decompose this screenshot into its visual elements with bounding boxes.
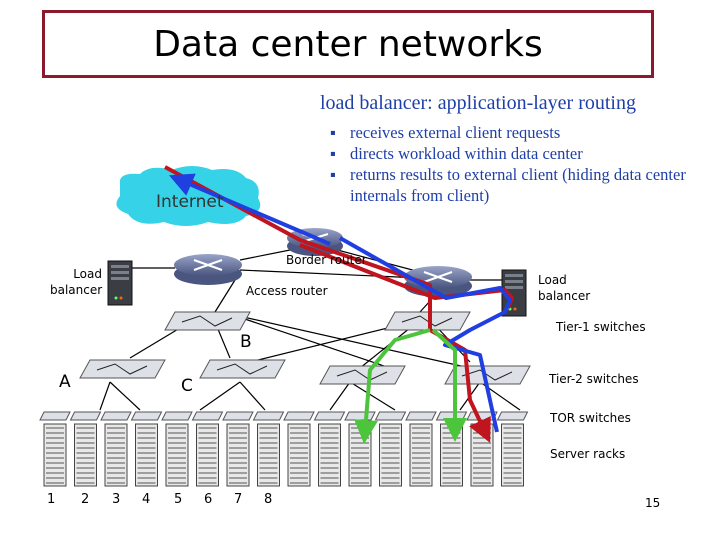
- server-rack-icon: [379, 423, 402, 487]
- server-rack-icon: [165, 423, 189, 487]
- access-router-icon: [174, 254, 242, 285]
- tor-switch-icon: [222, 411, 254, 421]
- page-title: Data center networks: [153, 23, 543, 65]
- tor-switch-icon: [161, 411, 193, 421]
- tier1-switch-icon: [164, 311, 251, 331]
- server-rack-icon: [257, 423, 280, 487]
- bullet-item: receives external client requests: [328, 122, 713, 143]
- server-rack-icon: [196, 423, 219, 487]
- rack-number: 5: [174, 492, 183, 507]
- workload-path-green: [354, 328, 467, 444]
- rack-number: 4: [142, 492, 151, 507]
- rack-number: 8: [264, 492, 273, 507]
- tier1-switch-icon: [384, 311, 471, 331]
- bullet-list: receives external client requests direct…: [328, 122, 713, 206]
- server-rack-icon: [74, 423, 97, 487]
- tor-switch-icon: [344, 411, 376, 421]
- tier2-label: Tier-2 switches: [549, 372, 639, 386]
- tor-switch-icon: [496, 411, 529, 421]
- border-router-label: Border router: [286, 253, 367, 267]
- tor-switch-icon: [39, 411, 71, 421]
- access-router-label: Access router: [246, 284, 328, 298]
- internet-cloud: [116, 166, 261, 226]
- internet-label: Internet: [156, 192, 224, 212]
- rack-number: 3: [112, 492, 121, 507]
- rack-number: 7: [234, 492, 243, 507]
- tier2-switch-icon: [79, 359, 166, 379]
- tier2-switch-icon: [319, 365, 406, 385]
- server-rack-icon: [104, 423, 128, 487]
- bullet-item: directs workload within data center: [328, 143, 713, 164]
- load-balancer-left-label: Load balancer: [50, 267, 103, 297]
- server-rack-icon: [287, 423, 311, 487]
- server-rack-icon: [43, 423, 67, 487]
- tor-switch-icon: [130, 411, 163, 421]
- tier2-switch-icon: [199, 359, 286, 379]
- tor-switch-icon: [283, 411, 315, 421]
- server-rack-icon: [318, 423, 341, 487]
- load-balancer-right-label: Load balancer: [538, 273, 591, 303]
- bullet-item: returns results to external client (hidi…: [328, 164, 713, 206]
- server-racks-label: Server racks: [550, 447, 626, 461]
- tier1-label: Tier-1 switches: [556, 320, 646, 334]
- tor-switch-icon: [313, 411, 346, 421]
- response-path-blue: [168, 173, 512, 433]
- tor-switch-icon: [435, 411, 468, 421]
- tor-label: TOR switches: [550, 411, 631, 425]
- server-rack-icon: [226, 423, 250, 487]
- tor-switch-icon: [374, 411, 407, 421]
- tor-switch-icon: [191, 411, 224, 421]
- switch-letter-c: C: [181, 376, 193, 396]
- rack-number: 6: [204, 492, 213, 507]
- rack-number: 2: [81, 492, 90, 507]
- subtitle: load balancer: application-layer routing: [320, 92, 636, 114]
- tor-switch-icon: [405, 411, 437, 421]
- server-rack-icon: [409, 423, 433, 487]
- tor-switch-icon: [69, 411, 102, 421]
- tor-switch-icon: [100, 411, 132, 421]
- switch-letter-a: A: [59, 372, 71, 392]
- server-rack-icon: [501, 423, 524, 487]
- server-rack-icon: [135, 423, 158, 487]
- switch-letter-b: B: [240, 332, 252, 352]
- server-icon-left: [107, 260, 133, 306]
- title-box: Data center networks: [42, 10, 654, 78]
- tor-switch-icon: [252, 411, 285, 421]
- page-number: 15: [645, 496, 661, 510]
- rack-number: 1: [47, 492, 56, 507]
